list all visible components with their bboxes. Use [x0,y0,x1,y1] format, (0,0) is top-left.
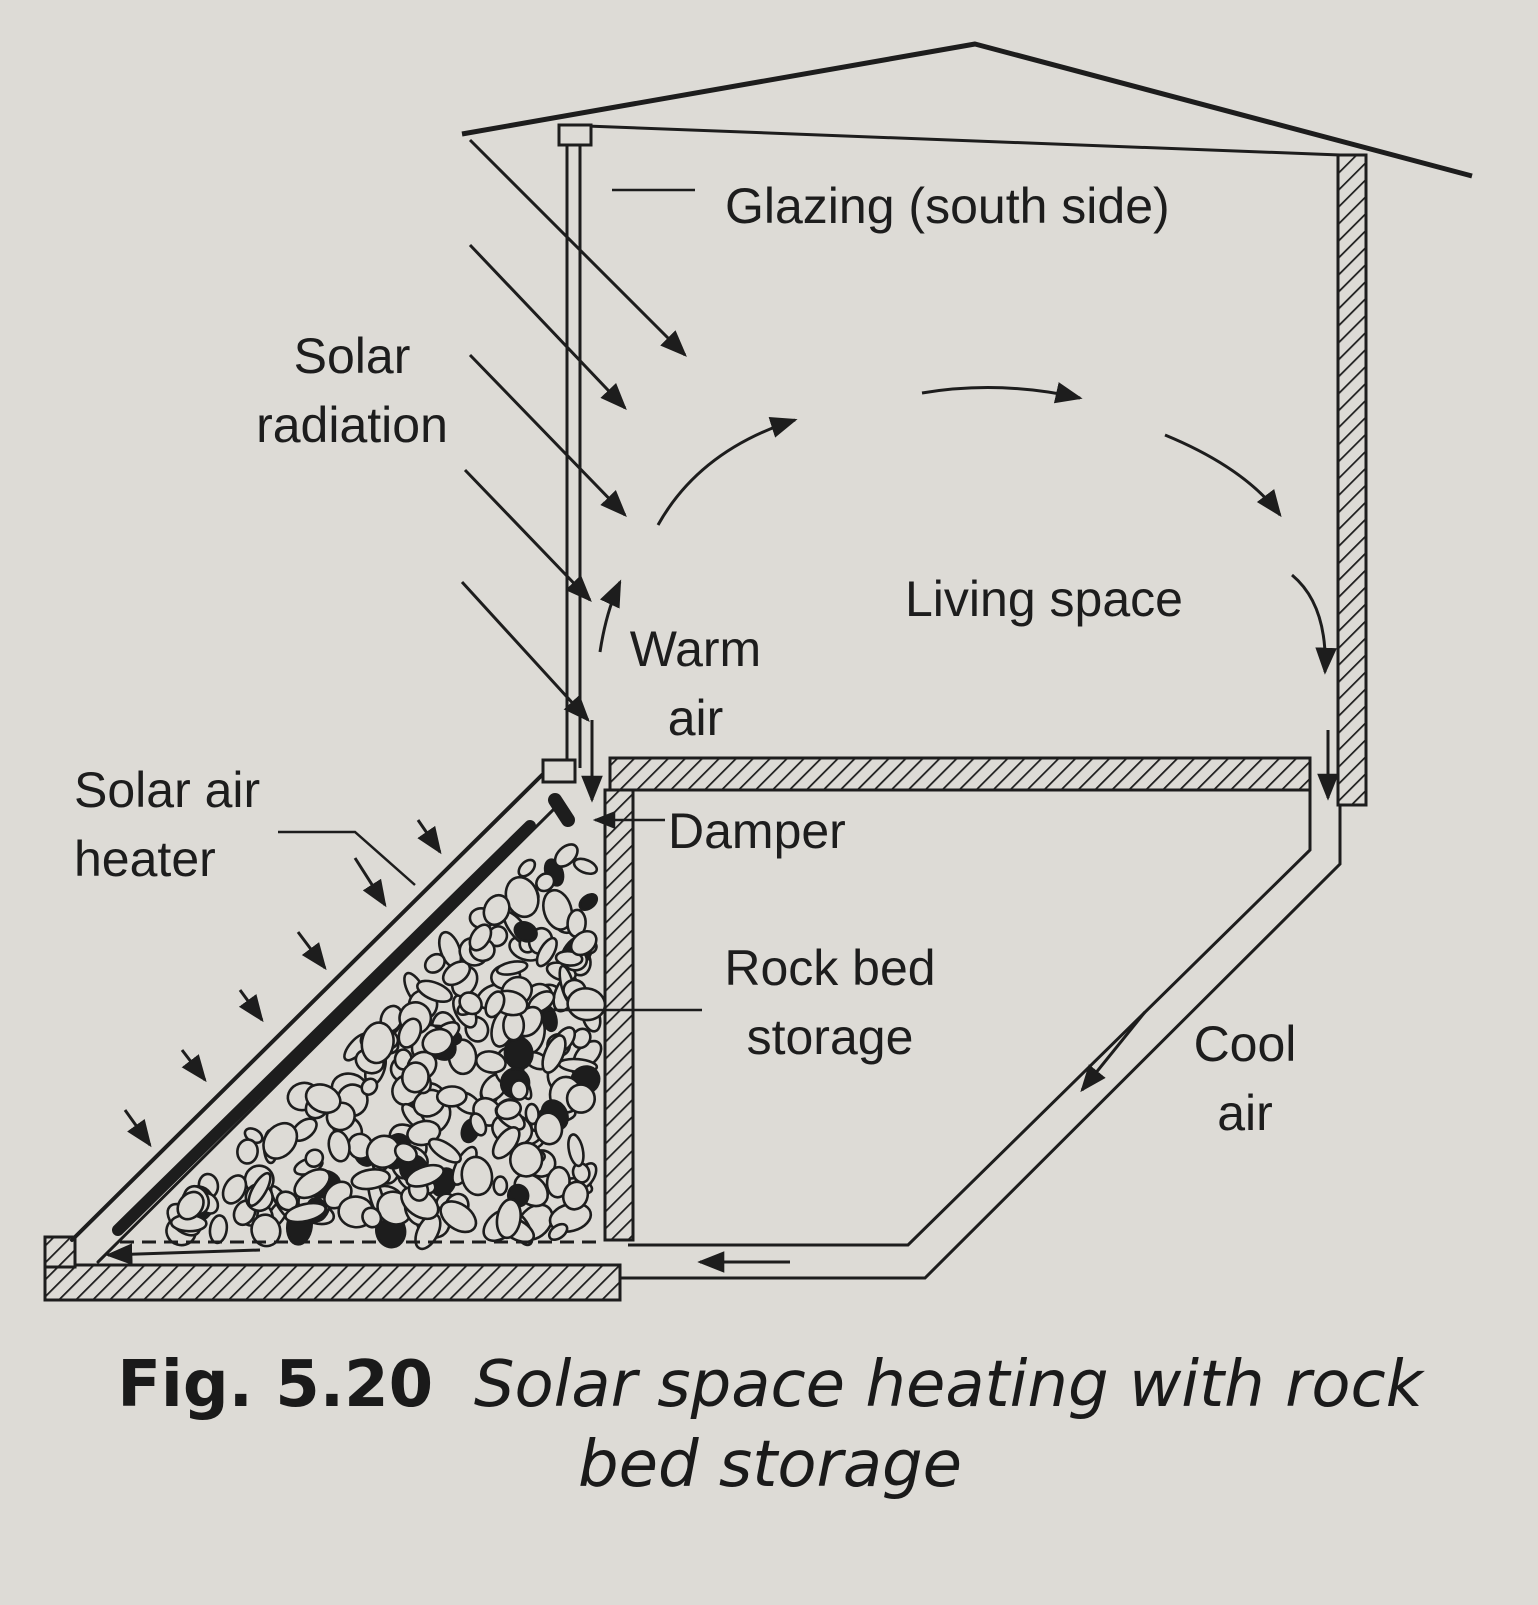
rock [427,1137,462,1164]
storage-base [43,1263,622,1302]
rock [565,1083,597,1114]
rock [542,888,574,931]
figure-number: Fig. 5.20 [117,1348,434,1422]
rock [458,991,483,1016]
solar-radiation-rays [123,138,687,1148]
rock [513,920,538,943]
rock [365,1134,402,1169]
rock [569,929,598,957]
rock [327,1129,351,1163]
rock [304,1148,325,1168]
rock [208,1214,229,1245]
rock [293,1168,331,1200]
rock [509,1079,529,1101]
rock [304,1083,342,1115]
rock [460,1155,494,1197]
rock [578,893,599,911]
rock [495,960,529,976]
label-glazing: Glazing (south side) [725,178,1170,234]
rock [421,1027,454,1056]
rock [547,1222,569,1241]
rock [416,979,453,1004]
label-damper: Damper [668,803,846,859]
rock [221,1174,248,1205]
rock [524,1102,540,1126]
rock [553,843,579,868]
rock [236,1138,259,1165]
rock [397,1017,423,1049]
rock [561,1180,590,1211]
storage-wall [603,788,635,1242]
rock [361,1206,383,1229]
rock [517,858,537,878]
leader-lines [278,811,702,1012]
rock [495,1098,523,1121]
north-wall [1336,153,1368,807]
rock [423,952,446,974]
rock [566,987,607,1022]
rock [492,1175,509,1197]
label-solar-radiation: Solar radiation [256,328,448,453]
solar-air-heater [70,773,575,1264]
label-cool-air: Cool air [1193,1016,1297,1141]
rock [284,1201,327,1224]
rock [482,893,511,927]
rock [534,1111,564,1146]
figure-caption: Fig. 5.20 Solar space heating with rock … [60,1345,1480,1505]
rock [360,1077,379,1096]
roof [461,41,1473,179]
rock [535,936,558,968]
return-duct [620,790,1342,1280]
rock [474,1050,507,1074]
label-living-space: Living space [905,571,1183,627]
air-flow-arrows [105,382,1339,1273]
rock [250,1213,282,1248]
rock [508,1141,544,1178]
rock [495,1198,522,1240]
rock [247,1171,272,1208]
rock [484,990,506,1019]
rock [572,857,599,876]
label-rock-bed-storage: Rock bed storage [724,940,936,1065]
rock [393,1141,418,1164]
rock [567,1133,585,1168]
label-warm-air: Warm air [629,621,762,746]
rock [439,1200,478,1234]
rock [262,1121,299,1160]
rock [469,1112,488,1137]
rock [405,1163,445,1188]
rock [535,872,556,893]
rock [541,1034,567,1074]
rock [360,1021,395,1065]
rock [435,1085,468,1108]
label-solar-air-heater: Solar air heater [74,762,261,887]
rock-bed [165,843,607,1251]
rock [176,1190,205,1221]
rock [468,923,493,952]
floor-slab [608,756,1312,792]
figure-title: Solar space heating with rock bed storag… [473,1348,1423,1502]
rock [400,1061,430,1094]
rock [350,1168,391,1191]
